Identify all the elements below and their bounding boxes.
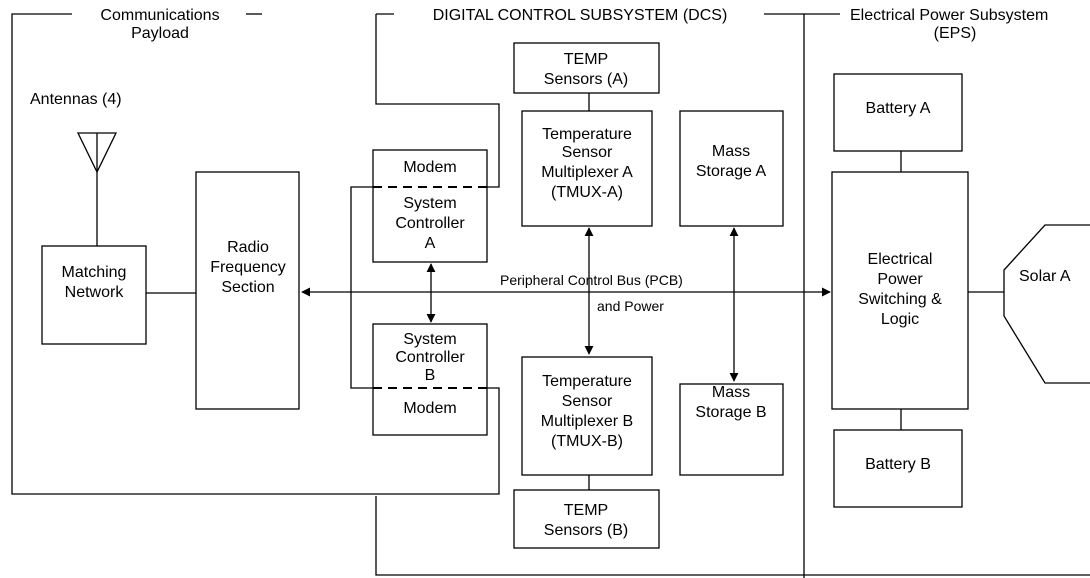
system-controller-a-box — [372, 149, 488, 263]
tmux-b-label-line2: Sensor — [562, 393, 613, 410]
power-switching-logic-label-line2: Power — [877, 271, 923, 288]
mass-storage-a-box — [679, 110, 784, 227]
tmux-a-label-line3: Multiplexer A — [541, 164, 633, 181]
tmux-a-label-line2: Sensor — [562, 144, 613, 161]
tmux-b-label: Temperature — [542, 373, 632, 390]
system-controller-b-label-line2: Controller — [395, 349, 465, 366]
rf-section-label: Radio — [227, 239, 269, 256]
power-switching-logic-label: Electrical — [868, 251, 933, 268]
eps-title-line2: (EPS) — [934, 25, 977, 42]
matching-network-label-line2: Network — [65, 284, 125, 301]
rf-section-label-line3: Section — [221, 279, 274, 296]
power-switching-logic-label-line4: Logic — [881, 311, 919, 328]
solar-array-shape — [1003, 224, 1090, 384]
tmux-b-label-line4: (TMUX-B) — [551, 433, 623, 450]
mass-storage-b-label-line2: Storage B — [695, 404, 766, 421]
rf-section-box — [195, 171, 300, 410]
antennas-label: Antennas (4) — [30, 91, 122, 108]
system-controller-a-label-line3: A — [425, 235, 436, 252]
mass-storage-b-box — [679, 383, 784, 476]
communications-payload-boundary — [11, 13, 500, 495]
temp-sensors-b-box — [513, 489, 660, 549]
temp-sensors-a-label-line2: Sensors (A) — [544, 71, 628, 88]
modem-a-label: Modem — [403, 159, 456, 176]
power-switching-logic-label-line3: Switching & — [858, 291, 942, 308]
dcs-title: DIGITAL CONTROL SUBSYSTEM (DCS) — [433, 7, 728, 24]
modem-crosslink-line — [350, 186, 373, 389]
modem-b-label: Modem — [403, 400, 456, 417]
matching-network-label: Matching — [62, 264, 127, 281]
tmux-b-label-line3: Multiplexer B — [541, 413, 633, 430]
mass-storage-a-label: Mass — [712, 143, 750, 160]
power-switching-logic-box — [831, 171, 969, 410]
tmux-a-label: Temperature — [542, 126, 632, 143]
eps-title: Electrical Power Subsystem — [850, 7, 1048, 24]
communications-payload-title-line2: Payload — [131, 25, 189, 42]
pcb-label: Peripheral Control Bus (PCB) — [500, 272, 683, 288]
rf-section-label-line2: Frequency — [210, 259, 286, 276]
system-controller-b-label: System — [403, 331, 456, 348]
pcb-label-line2: and Power — [597, 298, 664, 314]
mass-storage-a-label-line2: Storage A — [696, 163, 767, 180]
battery-a-label: Battery A — [866, 100, 931, 117]
battery-b-box — [833, 429, 963, 508]
system-controller-a-label: System — [403, 195, 456, 212]
temp-sensors-a-box — [513, 42, 660, 94]
system-controller-a-label-line2: Controller — [395, 215, 465, 232]
mass-storage-b-label: Mass — [712, 384, 750, 401]
tmux-b-box — [521, 356, 653, 476]
tmux-a-box — [521, 110, 653, 227]
system-controller-b-box — [372, 323, 488, 436]
system-controller-b-label-line3: B — [425, 367, 436, 384]
temp-sensors-a-label: TEMP — [564, 51, 608, 68]
battery-b-label: Battery B — [865, 456, 931, 473]
solar-array-label: Solar A — [1019, 268, 1071, 285]
matching-network-box — [41, 245, 147, 345]
temp-sensors-b-label-line2: Sensors (B) — [544, 522, 628, 539]
communications-payload-title: Communications — [100, 7, 219, 24]
antenna-icon — [76, 132, 118, 246]
tmux-a-label-line4: (TMUX-A) — [551, 184, 623, 201]
temp-sensors-b-label: TEMP — [564, 502, 608, 519]
battery-a-box — [833, 73, 963, 152]
